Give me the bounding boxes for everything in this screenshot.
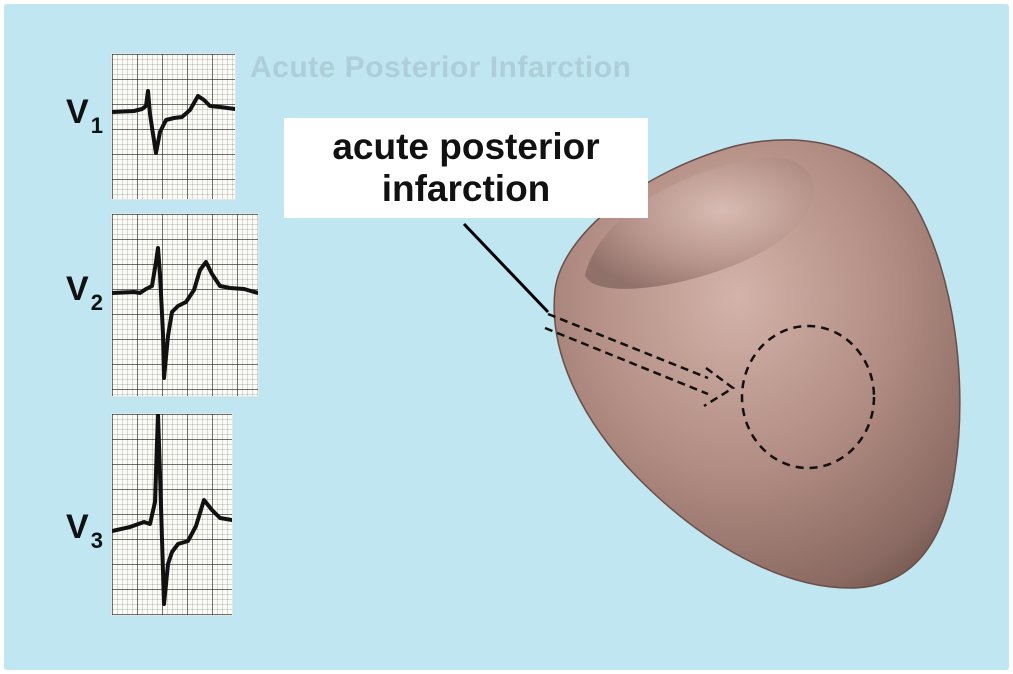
callout-line-1: acute posterior [332,126,599,168]
leader-line [464,224,548,312]
infarction-callout: acute posterior infarction [284,118,648,218]
callout-line-2: infarction [382,168,551,210]
